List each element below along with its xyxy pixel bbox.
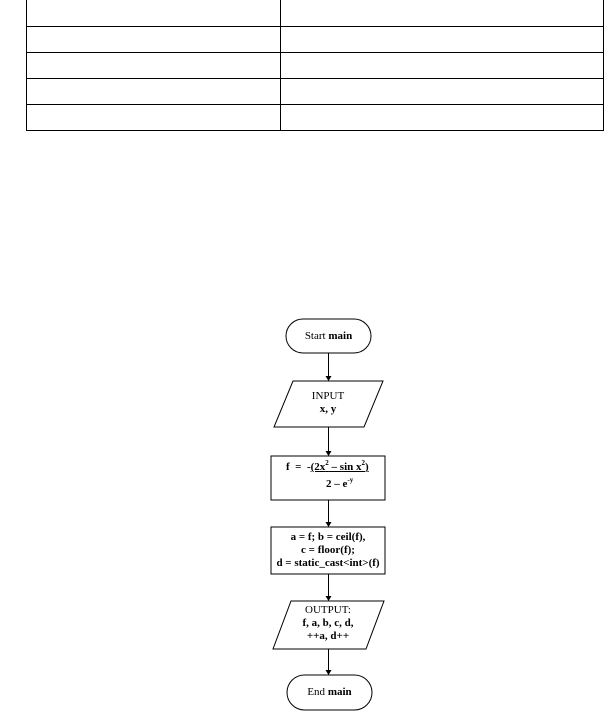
assignment-line-2: c = floor(f); <box>301 544 355 556</box>
numerator-exp2: 2 <box>361 459 366 467</box>
formula-denominator: 2 – e-y <box>326 476 354 491</box>
numerator-open: (2x <box>310 461 326 473</box>
arrowhead-icon <box>325 596 332 601</box>
empty-table <box>26 0 604 131</box>
table-cell <box>26 104 281 131</box>
denominator-base: 2 – e <box>326 478 348 490</box>
start-function-name: main <box>328 329 353 342</box>
arrowhead-icon <box>325 376 332 381</box>
assignment-line-3: d = static_cast<int>(f) <box>276 557 380 569</box>
formula-equals: = <box>295 461 302 473</box>
output-line-1: f, a, b, c, d, <box>302 617 354 629</box>
numerator-close: ) <box>365 461 369 473</box>
formula-lhs: f <box>286 461 290 473</box>
output-label: OUTPUT: f, a, b, c, d, ++a, d++ <box>278 604 378 643</box>
start-prefix: Start <box>304 329 326 342</box>
start-terminal-label: Start main <box>286 319 371 353</box>
assignment-process-shape <box>270 526 386 575</box>
end-terminal-label: End main <box>287 675 372 710</box>
numerator-mid: – sin x <box>328 461 362 473</box>
assignment-label: a = f; b = ceil(f), c = floor(f); d = st… <box>271 531 385 570</box>
arrowhead-icon <box>325 451 332 456</box>
assignment-line-1: a = f; b = ceil(f), <box>290 531 366 543</box>
input-parallelogram-shape <box>273 380 384 428</box>
table-row <box>26 104 604 131</box>
table-cell <box>280 104 604 131</box>
numerator-exp1: 2 <box>325 459 329 467</box>
end-terminal-shape <box>286 674 373 711</box>
formula-sign: - <box>306 461 311 473</box>
end-prefix: End <box>307 686 326 698</box>
table-row <box>26 26 604 53</box>
output-line-2: ++a, d++ <box>306 630 350 642</box>
table-grid <box>26 0 604 131</box>
input-label: INPUT x, y <box>278 390 378 416</box>
arrowhead-icon <box>325 522 332 527</box>
formula-process-shape <box>270 455 386 501</box>
input-vars: x, y <box>319 403 337 415</box>
arrowhead-icon <box>325 670 332 675</box>
output-parallelogram-shape <box>272 600 385 650</box>
formula-expression: f = -(2x2 – sin x2) <box>286 459 369 474</box>
formula-numerator: (2x2 – sin x2) <box>310 459 369 474</box>
end-function-name: main <box>327 686 352 698</box>
output-title: OUTPUT: <box>305 604 351 616</box>
denominator-exp: -y <box>347 476 354 484</box>
input-title: INPUT <box>311 390 345 402</box>
